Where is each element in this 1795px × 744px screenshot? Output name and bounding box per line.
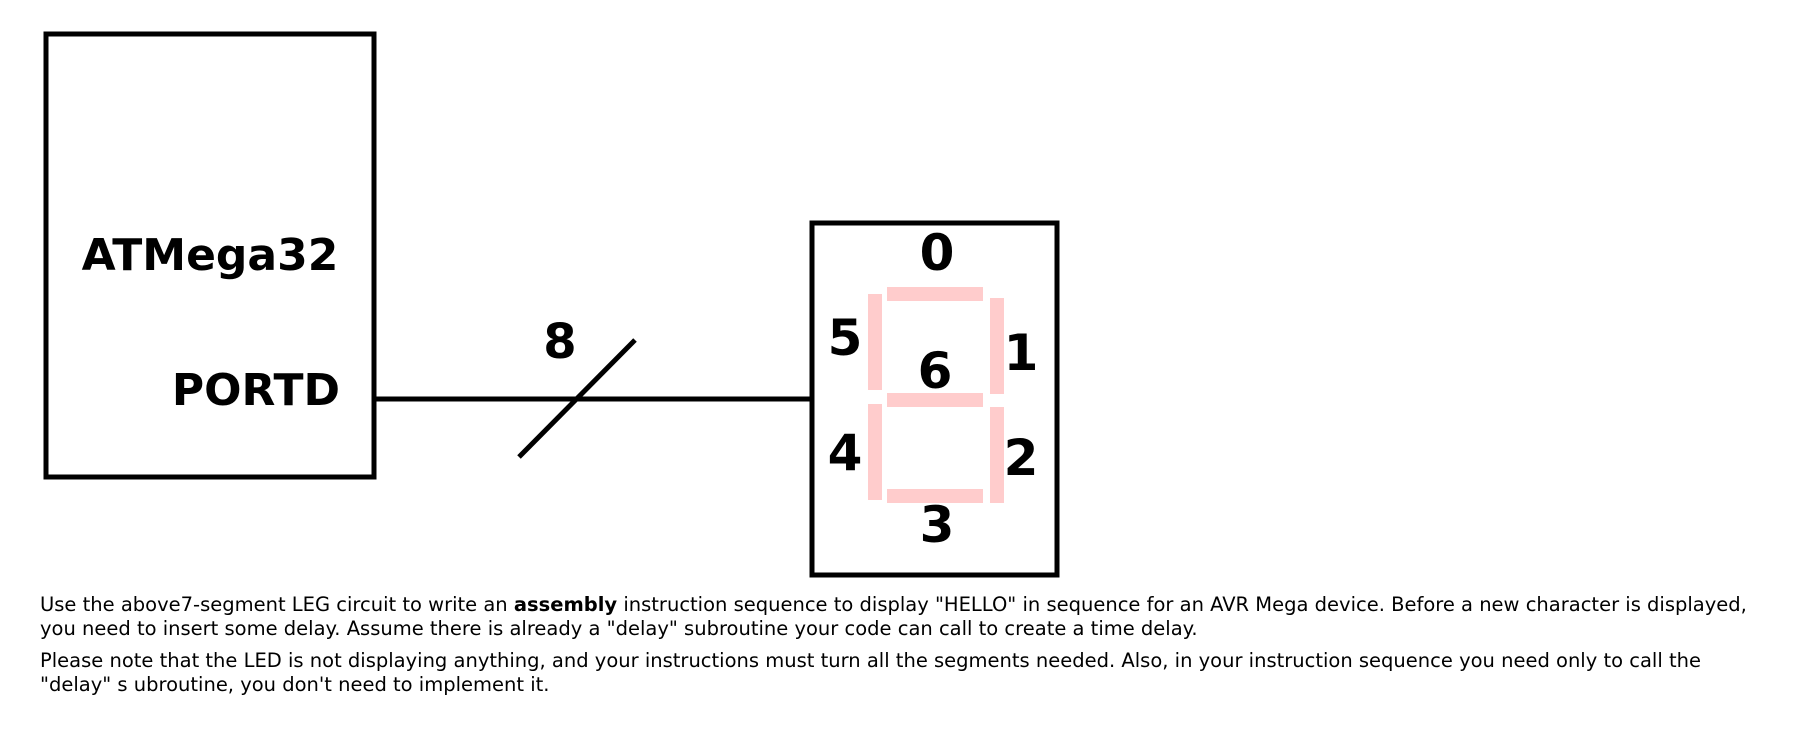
port-label: PORTD (172, 365, 340, 416)
microcontroller-name: ATMega32 (82, 230, 339, 281)
bus-width-label: 8 (543, 314, 576, 370)
microcontroller-box (43, 31, 377, 480)
instructions-text: Use the above7-segment LEG circuit to wr… (40, 593, 1770, 705)
segment-6 (887, 393, 983, 407)
instructions-paragraph-2: Please note that the LED is not displayi… (40, 649, 1701, 696)
segment-label-5: 5 (828, 309, 863, 367)
segment-5 (868, 294, 882, 390)
segment-0 (887, 287, 983, 301)
seven-segment-box (809, 220, 1060, 578)
segment-3 (887, 489, 983, 503)
segment-label-4: 4 (828, 424, 863, 482)
paragraph-1-after: instruction sequence to display "HELLO" … (40, 593, 1747, 640)
instructions-paragraph-1: Use the above7-segment LEG circuit to wr… (40, 593, 1770, 641)
circuit-diagram: ATMega32 PORTD 8 0 1 2 3 4 5 6 (43, 31, 1060, 578)
segment-label-3: 3 (920, 496, 955, 554)
bus-width-slash (517, 338, 637, 459)
segment-4 (868, 404, 882, 500)
segment-1 (990, 298, 1004, 394)
assembly-emphasis: assembly (513, 593, 618, 616)
segment-2 (990, 407, 1004, 503)
segment-label-0: 0 (920, 224, 955, 282)
paragraph-1-before: Use the above7-segment LEG circuit to wr… (40, 593, 514, 616)
segment-label-1: 1 (1004, 324, 1039, 382)
segment-label-2: 2 (1004, 429, 1039, 487)
segment-label-6: 6 (918, 342, 953, 400)
